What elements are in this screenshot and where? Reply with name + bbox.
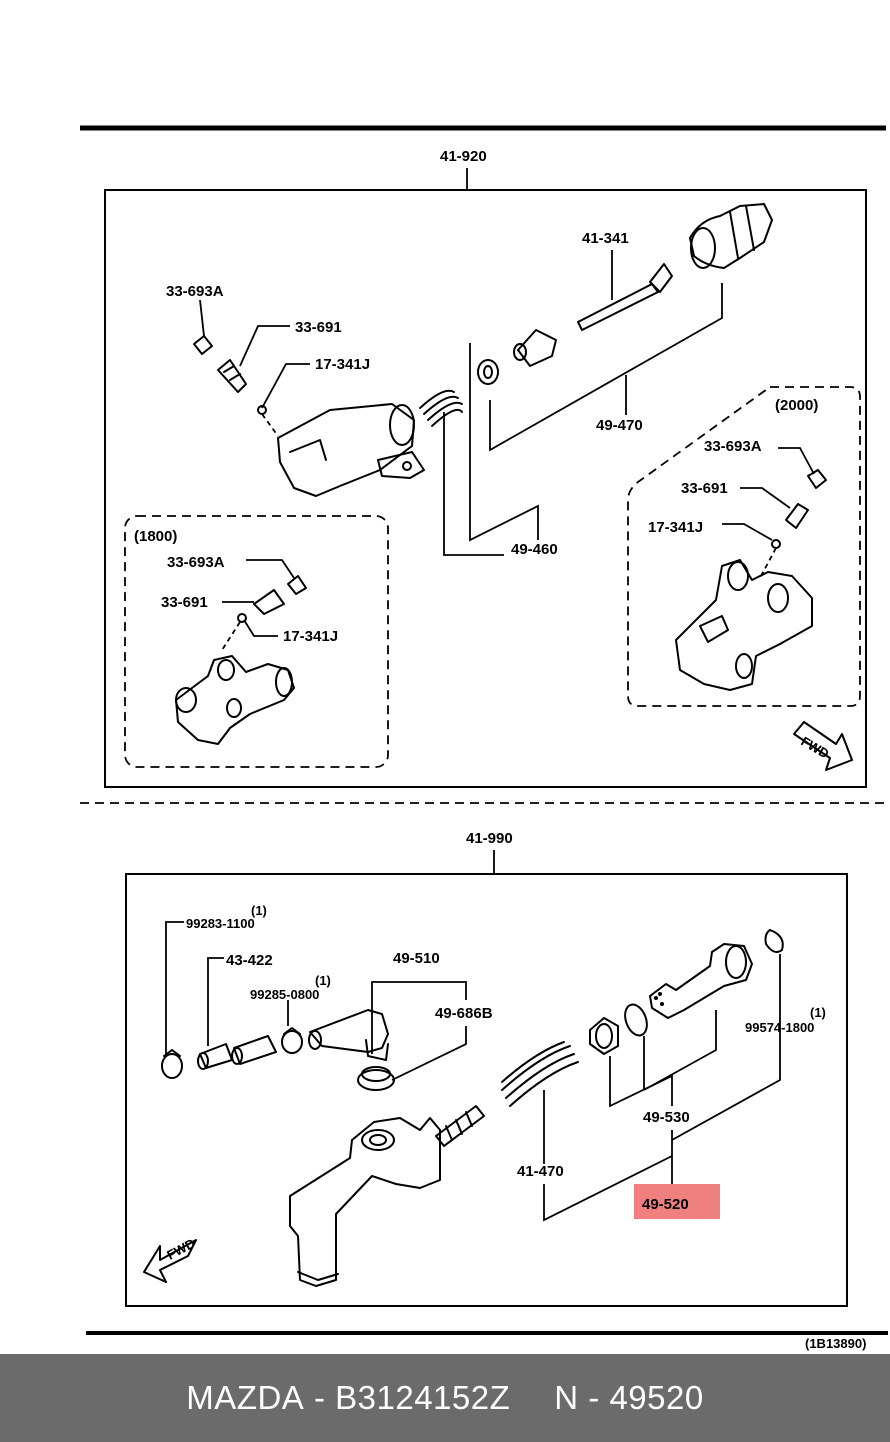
footer-bar: MAZDA - B3124152Z N - 49520 <box>0 1354 890 1442</box>
master-cylinder-body-icon <box>289 1105 485 1287</box>
hose-clip-right-icon <box>281 1027 303 1054</box>
footer-prefix: N <box>554 1379 579 1416</box>
v1800-label-33-693a: 33-693A <box>167 554 225 571</box>
label-49-470: 49-470 <box>596 417 643 434</box>
assembly-box-41-920 <box>104 189 867 788</box>
push-rod-icon <box>577 263 673 331</box>
label-41-470: 41-470 <box>517 1163 564 1180</box>
v1800-bleeder-screw-icon <box>253 589 285 615</box>
highlight-49-520 <box>634 1184 720 1219</box>
dust-boot-icon <box>689 203 773 269</box>
v1800-ball-icon <box>237 613 247 623</box>
label-41-341: 41-341 <box>582 230 629 247</box>
secondary-cup-icon <box>589 1017 619 1055</box>
label-49-520: 49-520 <box>642 1196 689 1213</box>
v1800-label-33-691: 33-691 <box>161 594 208 611</box>
label-33-691: 33-691 <box>295 319 342 336</box>
assembly-box-41-990 <box>125 873 848 1307</box>
footer-brand: MAZDA <box>186 1379 305 1416</box>
label-41-920: 41-920 <box>440 148 487 165</box>
label-41-990: 41-990 <box>466 830 513 847</box>
variant-1800-label: (1800) <box>134 528 177 545</box>
label-17-341j: 17-341J <box>315 356 370 373</box>
label-99285-0800: 99285-0800 <box>250 987 319 1002</box>
fwd-arrow-icon-top: FWD <box>793 721 853 771</box>
hose-icon <box>197 1035 277 1070</box>
snap-ring-icon <box>764 929 784 953</box>
bleeder-cap-icon <box>193 335 213 355</box>
piston-icon <box>513 329 557 367</box>
v2000-label-33-693a: 33-693A <box>704 438 762 455</box>
v1800-cylinder-icon <box>175 655 295 745</box>
qty-99285: (1) <box>315 973 331 988</box>
footer-dash-2: - <box>588 1379 600 1416</box>
v2000-cylinder-icon <box>675 559 813 691</box>
label-43-422: 43-422 <box>226 952 273 969</box>
spring-icon <box>419 389 463 427</box>
label-49-686b: 49-686B <box>435 1005 493 1022</box>
piston-cup-icon <box>477 359 499 385</box>
variant-2000-label: (2000) <box>775 397 818 414</box>
v2000-bleeder-cap-icon <box>807 469 827 489</box>
variant-2000-region <box>627 386 861 707</box>
label-49-530: 49-530 <box>643 1109 690 1126</box>
connector-elbow-icon <box>308 1009 389 1061</box>
footer-dash-1: - <box>313 1379 326 1416</box>
qty-99283: (1) <box>251 903 267 918</box>
variant-1800-region <box>124 515 389 768</box>
fwd-arrow-icon-bottom: FWD <box>143 1236 198 1283</box>
grommet-icon <box>357 1066 395 1091</box>
parts-diagram: 41-920 (2000) (1800) 33-693A 33-691 17-3… <box>80 125 888 1351</box>
label-33-693a: 33-693A <box>166 283 224 300</box>
reference-code: (1B13890) <box>805 1336 866 1351</box>
v2000-ball-icon <box>771 539 781 549</box>
o-ring-icon <box>624 1003 648 1037</box>
v1800-label-17-341j: 17-341J <box>283 628 338 645</box>
release-cylinder-icon <box>277 403 425 497</box>
footer-ref: 49520 <box>609 1379 704 1416</box>
label-49-510: 49-510 <box>393 950 440 967</box>
label-99283-1100: 99283-1100 <box>186 916 255 931</box>
label-49-460: 49-460 <box>511 541 558 558</box>
qty-99574: (1) <box>810 1005 826 1020</box>
v2000-bleeder-screw-icon <box>785 503 809 529</box>
return-spring-icon <box>501 1041 579 1107</box>
v2000-label-17-341j: 17-341J <box>648 519 703 536</box>
piston-assembly-icon <box>649 943 753 1019</box>
v1800-bleeder-cap-icon <box>287 575 307 595</box>
v2000-label-33-691: 33-691 <box>681 480 728 497</box>
footer-part-number: B3124152Z <box>335 1379 511 1416</box>
bleeder-screw-icon <box>217 359 247 393</box>
hose-clip-left-icon <box>161 1049 183 1079</box>
